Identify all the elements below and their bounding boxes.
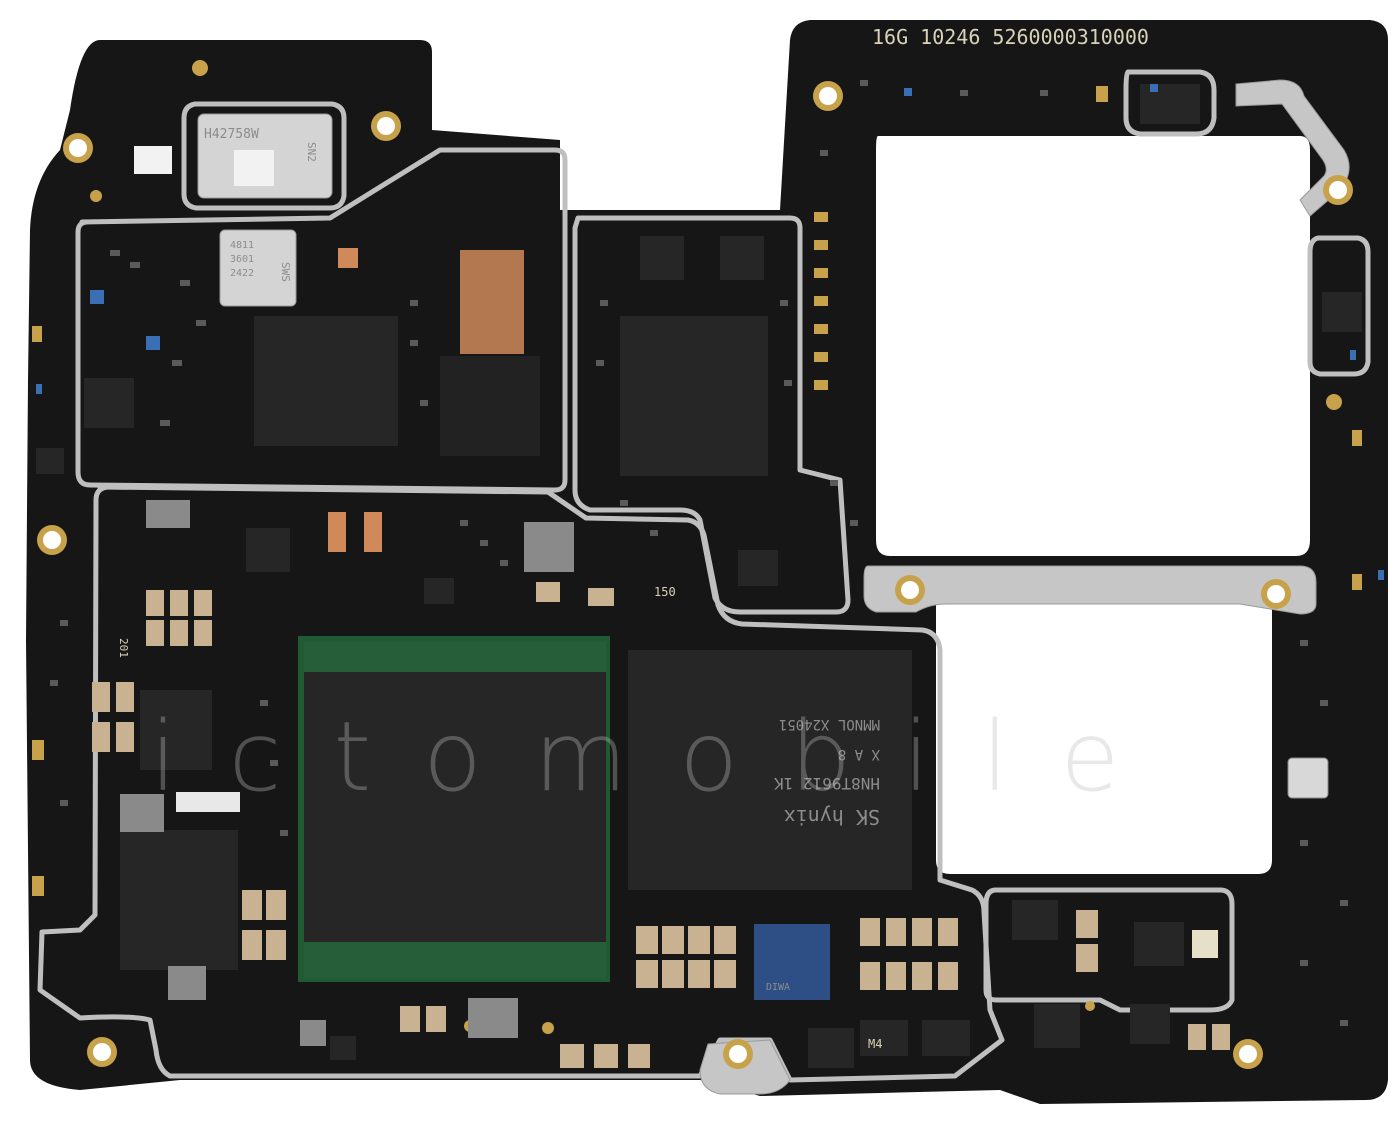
white-component-3 [1192, 930, 1218, 958]
grey-parts [120, 500, 574, 1046]
pmic-chip [254, 316, 398, 446]
screw-hole [87, 1037, 117, 1067]
qr-code-1 [234, 150, 274, 186]
white-component [176, 792, 240, 812]
soc-cap-top [304, 642, 606, 672]
shield-upper-mid [572, 215, 851, 615]
wifi-chip [120, 830, 238, 970]
soc-chip [304, 672, 606, 942]
watermark: ictomobile [150, 701, 1171, 813]
rf-chip-small-b [720, 236, 764, 280]
module-top-label: H42758W [204, 127, 259, 142]
shield-lower-right [983, 887, 1235, 1013]
capacitor-field [92, 582, 1230, 1068]
rf-chip [620, 316, 768, 476]
gold-pads [32, 60, 1362, 1034]
blue-chip [754, 924, 830, 1000]
white-component-2 [1287, 757, 1329, 799]
cutout-lower [936, 590, 1272, 874]
small-chip-mark: M4 [868, 1037, 882, 1051]
blue-chip-label: DIWA [766, 982, 790, 993]
screw-hole [813, 81, 843, 111]
memory-line1: MMNOL X24051 [779, 716, 880, 732]
smd-scatter [50, 80, 1348, 1026]
rf-chip-small-a [640, 236, 684, 280]
codec-chip [140, 690, 212, 770]
blue-smd [36, 84, 1384, 580]
shield-frames [37, 69, 1371, 1083]
screw-hole [1233, 1039, 1263, 1069]
shield-side [1307, 235, 1371, 377]
shield-upper-left [75, 147, 568, 493]
misc-ics [36, 84, 1362, 1068]
cutout-upper [876, 136, 1310, 556]
memory-line2: X A 8 [838, 746, 880, 762]
shield-module-top [181, 101, 347, 211]
module-left-label-a: SWS [279, 262, 292, 282]
screw-hole [37, 525, 67, 555]
module-left-label-d: 2422 [230, 268, 254, 279]
screw-hole [1261, 579, 1291, 609]
shield-top-cam [1123, 69, 1217, 137]
module-side-label: SN2 [305, 142, 318, 162]
bracket-middle [863, 565, 1317, 615]
resistor-mark: 150 [654, 585, 676, 599]
screw-holes [37, 81, 1353, 1069]
screw-hole [723, 1039, 753, 1069]
module-left-label-b: 4811 [230, 240, 254, 251]
memory-line4: SK hynix [784, 805, 880, 829]
module-left-label-c: 3601 [230, 254, 254, 265]
copper-pads [328, 248, 382, 552]
screw-hole [63, 133, 93, 163]
screw-hole [895, 575, 925, 605]
screw-hole [1323, 175, 1353, 205]
memory-line3: HN8T9612 1K [774, 774, 880, 793]
bga-copper [460, 250, 524, 354]
memory-markings: MMNOL X24051 X A 8 HN8T9612 1K SK hynix [774, 716, 880, 829]
memory-chip [628, 650, 912, 890]
module-left [219, 229, 297, 307]
soc-cap-bottom [304, 942, 606, 978]
bga-area [440, 356, 540, 456]
resistor-mark-2: 201 [117, 638, 130, 658]
serial-number: 16G 10246 5260000310000 [872, 25, 1149, 49]
qr-code-2 [134, 146, 172, 174]
screw-hole [371, 111, 401, 141]
